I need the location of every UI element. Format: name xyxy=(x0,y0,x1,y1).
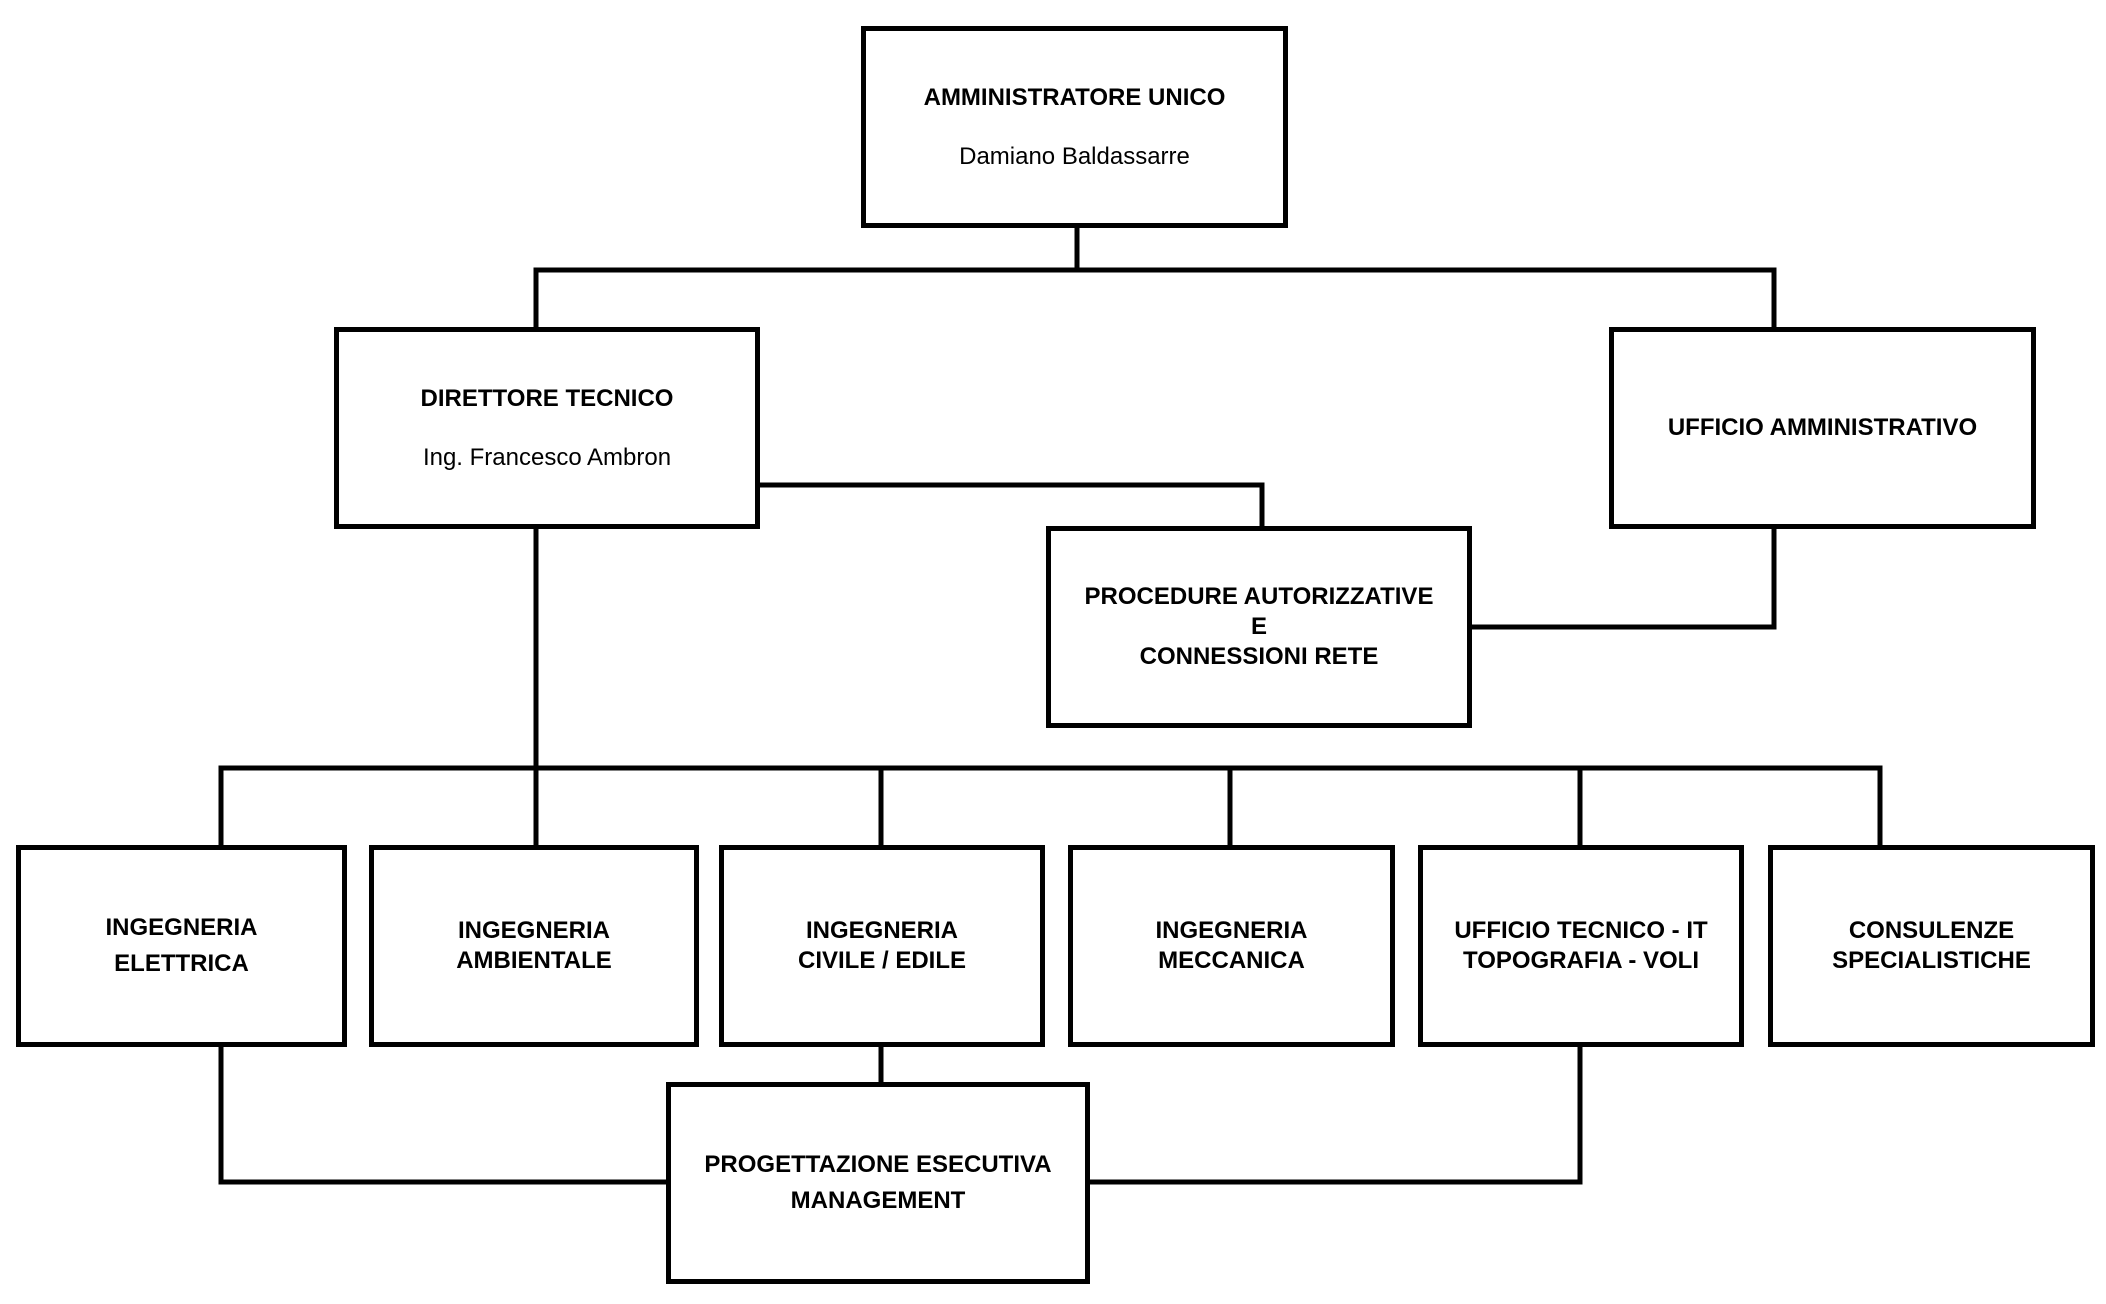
node-ufficio-amministrativo: UFFICIO AMMINISTRATIVO xyxy=(1609,327,2036,529)
connector-departments-bus xyxy=(218,765,1883,851)
node-title-line-1: PROGETTAZIONE ESECUTIVA xyxy=(704,1151,1052,1178)
connector-tecnico-progettazione xyxy=(1085,1042,1583,1185)
node-title-line-1: UFFICIO TECNICO - IT xyxy=(1454,917,1708,944)
node-direttore-tecnico: DIRETTORE TECNICO Ing. Francesco Ambron xyxy=(334,327,760,529)
node-title: DIRETTORE TECNICO xyxy=(420,384,674,412)
node-title: UFFICIO AMMINISTRATIVO xyxy=(1667,414,1978,441)
connector-top-bus xyxy=(533,267,1777,332)
node-ingegneria-elettrica: INGEGNERIA ELETTRICA xyxy=(16,845,347,1047)
node-title: AMMINISTRATORE UNICO xyxy=(923,83,1226,111)
node-title-line-2: MANAGEMENT xyxy=(790,1187,966,1214)
connector-elettrica-progettazione xyxy=(218,1042,671,1185)
node-title-line-2: AMBIENTALE xyxy=(456,947,612,974)
node-title-line-2: ELETTRICA xyxy=(114,950,249,977)
node-title-line-1: CONSULENZE xyxy=(1848,917,2015,944)
node-title-line-1: INGEGNERIA xyxy=(805,917,958,944)
node-title-line-1: INGEGNERIA xyxy=(105,914,258,941)
node-ingegneria-meccanica: INGEGNERIA MECCANICA xyxy=(1068,845,1395,1047)
node-title-line-2: MECCANICA xyxy=(1158,947,1305,974)
node-title-line-2: E xyxy=(1250,613,1267,640)
node-ingegneria-civile-edile: INGEGNERIA CIVILE / EDILE xyxy=(719,845,1045,1047)
node-title-line-1: PROCEDURE AUTORIZZATIVE xyxy=(1084,583,1434,610)
node-ufficio-tecnico-it: UFFICIO TECNICO - IT TOPOGRAFIA - VOLI xyxy=(1418,845,1744,1047)
connector-ufficio-procedure xyxy=(1467,525,1777,630)
connector-direttore-procedure xyxy=(756,482,1265,532)
node-progettazione-esecutiva: PROGETTAZIONE ESECUTIVA MANAGEMENT xyxy=(666,1082,1090,1284)
node-procedure-autorizzative: PROCEDURE AUTORIZZATIVE E CONNESSIONI RE… xyxy=(1046,526,1472,728)
node-consulenze-specialistiche: CONSULENZE SPECIALISTICHE xyxy=(1768,845,2095,1047)
node-person: Ing. Francesco Ambron xyxy=(422,443,672,471)
node-title-line-2: CIVILE / EDILE xyxy=(797,947,967,974)
node-title-line-1: INGEGNERIA xyxy=(1155,917,1308,944)
node-title-line-2: TOPOGRAFIA - VOLI xyxy=(1462,947,1699,974)
node-person: Damiano Baldassarre xyxy=(959,142,1190,170)
node-title-line-2: SPECIALISTICHE xyxy=(1832,947,2031,974)
node-amministratore-unico: AMMINISTRATORE UNICO Damiano Baldassarre xyxy=(861,26,1288,228)
node-title-line-3: CONNESSIONI RETE xyxy=(1139,643,1379,670)
node-title-line-1: INGEGNERIA xyxy=(457,917,610,944)
node-ingegneria-ambientale: INGEGNERIA AMBIENTALE xyxy=(369,845,699,1047)
